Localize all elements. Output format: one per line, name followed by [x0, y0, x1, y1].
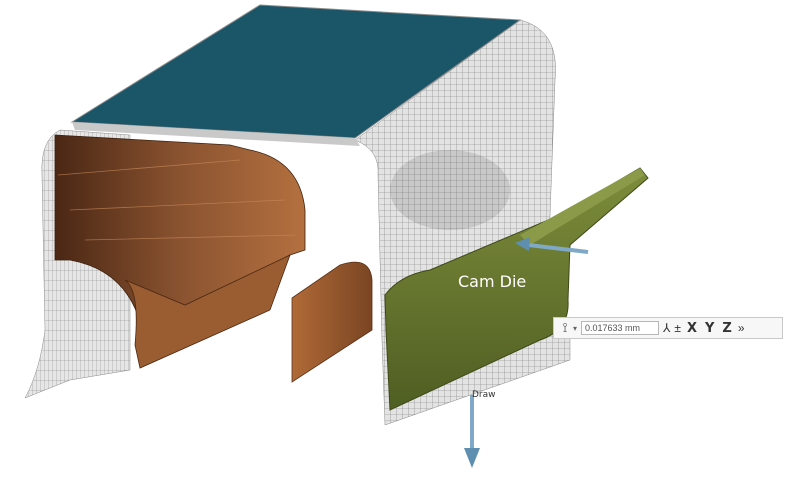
- x-axis-button[interactable]: X: [686, 320, 697, 336]
- draw-direction-arrow: [464, 395, 480, 468]
- die-left-flange: [124, 254, 291, 369]
- z-axis-button[interactable]: Z: [722, 320, 732, 336]
- chevron-down-icon[interactable]: ▾: [573, 323, 578, 333]
- cam-direction-arrow: [515, 237, 589, 254]
- mesh-shade: [390, 150, 510, 230]
- y-axis-button[interactable]: Y: [704, 320, 715, 336]
- cam-die: [384, 167, 649, 411]
- offset-toolbar: ⟟ ▾ ⅄ ± X Y Z »: [553, 317, 783, 339]
- cam-die-label: Cam Die: [458, 272, 527, 291]
- plus-minus-icon[interactable]: ±: [674, 321, 681, 335]
- draw-label: Draw: [472, 390, 496, 400]
- die-right: [291, 261, 373, 383]
- die-left-groove: [57, 159, 296, 241]
- chevron-double-down-icon[interactable]: »: [737, 321, 745, 335]
- top-rim: [72, 122, 360, 146]
- dimension-icon[interactable]: ⟟: [562, 320, 568, 335]
- cam-die-flange: [520, 168, 645, 245]
- triad-icon[interactable]: ⅄: [663, 321, 671, 335]
- offset-value-input[interactable]: [581, 321, 660, 335]
